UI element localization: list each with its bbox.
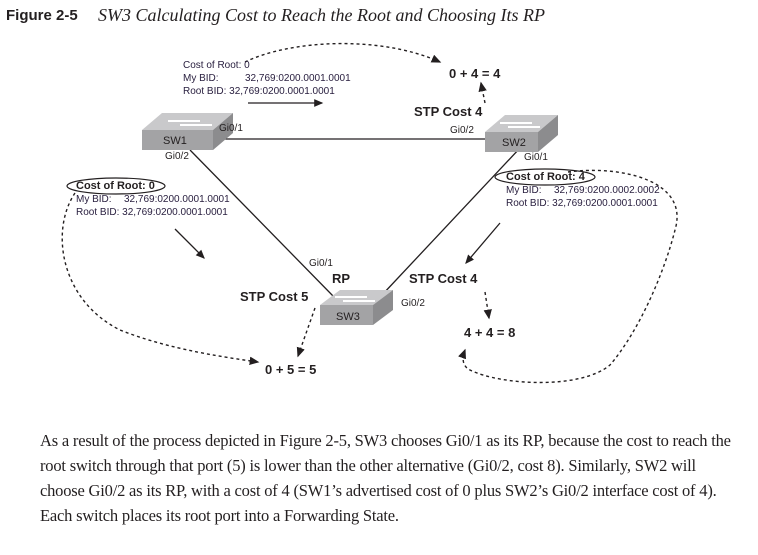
stp-cost-sw3-gi01: STP Cost 5 (240, 289, 309, 304)
figure-number: Figure 2-5 (6, 7, 78, 24)
hello-arrow-sw1-sw3 (174, 228, 205, 259)
sw2-port-gi02: Gi0/2 (450, 125, 474, 136)
dashed-arrow-stp5-to-calc (296, 307, 316, 358)
calc-sw3-gi02: 4 + 4 = 8 (464, 325, 516, 340)
hello-cost: Cost of Root: 0 (76, 180, 155, 192)
dashed-arrow-cost4-to-calc-sw3 (458, 169, 678, 384)
switch-sw2-icon[interactable] (485, 115, 558, 152)
body-paragraph: As a result of the process depicted in F… (40, 428, 740, 528)
my-bid-value: 32,769:0200.0001.0001 (245, 73, 351, 84)
stp-diagram (61, 42, 678, 384)
sw2-label: SW2 (502, 137, 526, 149)
sw3-port-gi01: Gi0/1 (309, 258, 333, 269)
dashed-arrow-cost0-to-calc-sw3 (61, 192, 260, 365)
switch-sw1-icon[interactable] (142, 113, 233, 150)
dashed-arrow-stp4-to-calc-sw3 (483, 291, 492, 320)
root-bid: Root BID: 32,769:0200.0001.0001 (183, 86, 335, 97)
hello-arrow-sw2-sw3 (465, 222, 501, 264)
hello-sw1-to-sw3: Cost of Root: 0 My BID: 32,769:0200.0001.… (76, 180, 230, 219)
sw3-label: SW3 (336, 311, 360, 323)
hello-sw1-to-sw2: Cost of Root: 0 My BID: 32,769:0200.0001.… (183, 59, 351, 98)
sw3-port-gi02: Gi0/2 (401, 298, 425, 309)
figure-title: SW3 Calculating Cost to Reach the Root a… (98, 5, 545, 25)
sw1-port-gi02: Gi0/2 (165, 151, 189, 162)
dashed-arrow-stp4-to-calc-sw2 (478, 81, 487, 104)
hello-cost: Cost of Root: 0 (183, 60, 250, 71)
my-bid-key: My BID: (76, 194, 112, 205)
my-bid-key: My BID: (183, 73, 219, 84)
hello-sw2-to-sw3: Cost of Root: 4 My BID: 32,769:0200.0002.… (506, 171, 660, 210)
root-bid: Root BID: 32,769:0200.0001.0001 (506, 198, 658, 209)
link-sw1-sw3 (189, 149, 336, 299)
calc-sw3-gi01: 0 + 5 = 5 (265, 362, 317, 377)
my-bid-key: My BID: (506, 185, 542, 196)
sw1-port-gi01: Gi0/1 (219, 123, 243, 134)
paragraph-text: As a result of the process depicted in F… (40, 431, 731, 525)
calc-sw2: 0 + 4 = 4 (449, 66, 501, 81)
link-sw2-sw3 (381, 147, 521, 296)
cost-ellipse-sw2 (494, 168, 596, 186)
stp-cost-sw3-gi02: STP Cost 4 (409, 271, 478, 286)
sw1-label: SW1 (163, 135, 187, 147)
cost-ellipse-sw1 (66, 177, 166, 195)
rp-label: RP (332, 271, 351, 286)
stp-cost-sw2: STP Cost 4 (414, 104, 483, 119)
my-bid-value: 32,769:0200.0002.0002 (554, 185, 660, 196)
hello-cost: Cost of Root: 4 (506, 171, 585, 183)
root-bid: Root BID: 32,769:0200.0001.0001 (76, 207, 228, 218)
my-bid-value: 32,769:0200.0001.0001 (124, 194, 230, 205)
switch-sw3-icon[interactable] (320, 290, 393, 325)
sw2-port-gi01: Gi0/1 (524, 152, 548, 163)
dashed-arrow-cost0-to-calc-sw2 (244, 42, 442, 63)
